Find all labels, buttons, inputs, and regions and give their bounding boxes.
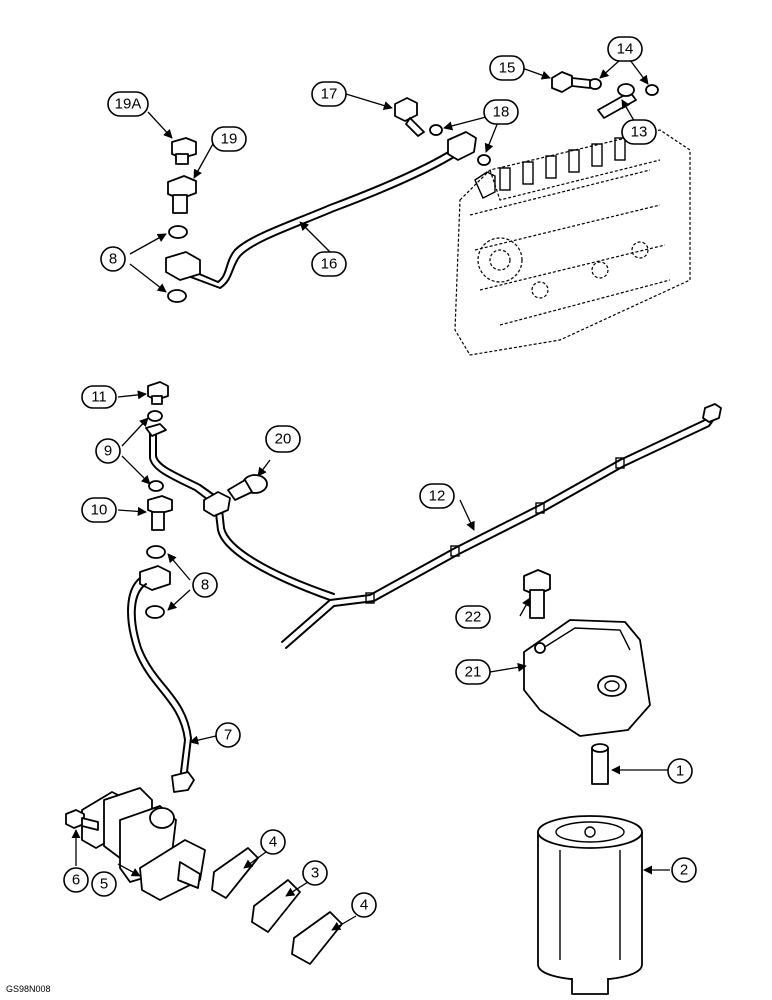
banjo-bolt-19 bbox=[167, 175, 197, 214]
bolt-6 bbox=[65, 809, 99, 831]
callout-2-text: 2 bbox=[680, 862, 688, 879]
callout-10-text: 10 bbox=[91, 502, 108, 519]
fuel-line-12 bbox=[281, 403, 722, 649]
callout-4-a: 4 bbox=[260, 829, 286, 855]
fuel-line-16 bbox=[187, 131, 477, 289]
callout-4-b-text: 4 bbox=[360, 897, 368, 914]
bolt-22 bbox=[523, 569, 551, 619]
callout-10: 10 bbox=[81, 497, 117, 523]
banjo-bolt-17 bbox=[394, 97, 425, 137]
callout-19a: 19A bbox=[107, 91, 149, 117]
callout-16-text: 16 bbox=[321, 256, 338, 273]
washer-9-b bbox=[148, 480, 164, 492]
filter-head-21 bbox=[523, 619, 651, 737]
callout-8-lower: 8 bbox=[192, 572, 218, 598]
callout-14: 14 bbox=[607, 36, 643, 62]
callout-15-text: 15 bbox=[499, 60, 516, 77]
banjo-7-end bbox=[139, 565, 171, 591]
washer-8-upper-a bbox=[168, 225, 188, 239]
banjo-16-end bbox=[165, 251, 201, 281]
banjo-bolt-11 bbox=[147, 381, 169, 405]
gasket-3 bbox=[251, 879, 301, 933]
callout-20: 20 bbox=[265, 425, 301, 453]
washer-18-a bbox=[429, 124, 443, 136]
callout-19-text: 19 bbox=[221, 131, 238, 148]
callout-4-b: 4 bbox=[351, 892, 377, 918]
washer-8-upper-b bbox=[167, 289, 187, 303]
callout-15: 15 bbox=[489, 55, 525, 81]
banjo-bolt-15 bbox=[551, 71, 591, 93]
callout-19a-text: 19A bbox=[115, 96, 142, 113]
nipple-1 bbox=[591, 743, 609, 785]
callout-2: 2 bbox=[671, 857, 697, 883]
fuel-injection-pump bbox=[454, 129, 691, 356]
callout-5-text: 5 bbox=[100, 876, 108, 893]
callout-21: 21 bbox=[455, 659, 491, 685]
callout-16: 16 bbox=[311, 251, 347, 277]
callout-19: 19 bbox=[211, 126, 247, 152]
gasket-4-b bbox=[291, 911, 343, 965]
callout-6-text: 6 bbox=[72, 872, 80, 889]
callout-1-text: 1 bbox=[676, 763, 684, 780]
washer-8-lower-b bbox=[145, 605, 165, 619]
callout-1: 1 bbox=[667, 758, 693, 784]
callout-21-text: 21 bbox=[465, 664, 482, 681]
callout-22: 22 bbox=[455, 605, 491, 629]
callout-11-text: 11 bbox=[91, 389, 107, 406]
callout-7: 7 bbox=[215, 722, 241, 748]
leader-lines bbox=[71, 59, 670, 931]
callout-7-text: 7 bbox=[224, 727, 232, 744]
callout-12: 12 bbox=[419, 483, 455, 509]
callout-20-text: 20 bbox=[275, 431, 292, 448]
callout-12-text: 12 bbox=[429, 488, 446, 505]
callout-11: 11 bbox=[81, 385, 117, 409]
callout-5: 5 bbox=[91, 871, 117, 897]
washers-14 bbox=[588, 78, 659, 96]
bolt-19a bbox=[171, 137, 197, 165]
callout-8-upper: 8 bbox=[100, 246, 126, 272]
washer-9-a bbox=[147, 410, 163, 422]
fuel-filter-2 bbox=[537, 815, 643, 995]
callout-8-lower-text: 8 bbox=[201, 577, 209, 594]
banjo-fitting-13 bbox=[597, 83, 637, 119]
washer-18-b bbox=[477, 154, 491, 166]
fuel-line-7 bbox=[127, 577, 195, 793]
callout-3-text: 3 bbox=[311, 865, 319, 882]
callout-13: 13 bbox=[621, 119, 657, 145]
callout-6: 6 bbox=[63, 867, 89, 893]
callout-17-text: 17 bbox=[321, 86, 338, 103]
callout-9-text: 9 bbox=[104, 443, 112, 460]
callout-18: 18 bbox=[483, 99, 519, 125]
callout-17: 17 bbox=[311, 81, 347, 107]
banjo-bolt-10 bbox=[147, 495, 173, 531]
callout-13-text: 13 bbox=[631, 124, 648, 141]
callout-3: 3 bbox=[302, 860, 328, 886]
callout-22-text: 22 bbox=[465, 609, 482, 626]
return-line bbox=[145, 423, 335, 601]
callout-9: 9 bbox=[95, 438, 121, 464]
callout-14-text: 14 bbox=[617, 41, 634, 58]
lift-pump-5 bbox=[81, 787, 206, 901]
callout-4-a-text: 4 bbox=[269, 834, 277, 851]
callout-8-upper-text: 8 bbox=[109, 251, 117, 268]
washer-8-lower-a bbox=[146, 545, 166, 559]
callout-18-text: 18 bbox=[493, 104, 510, 121]
figure-code: GS98N008 bbox=[6, 984, 51, 994]
gasket-4-a bbox=[211, 847, 259, 899]
plug-20 bbox=[227, 474, 268, 501]
